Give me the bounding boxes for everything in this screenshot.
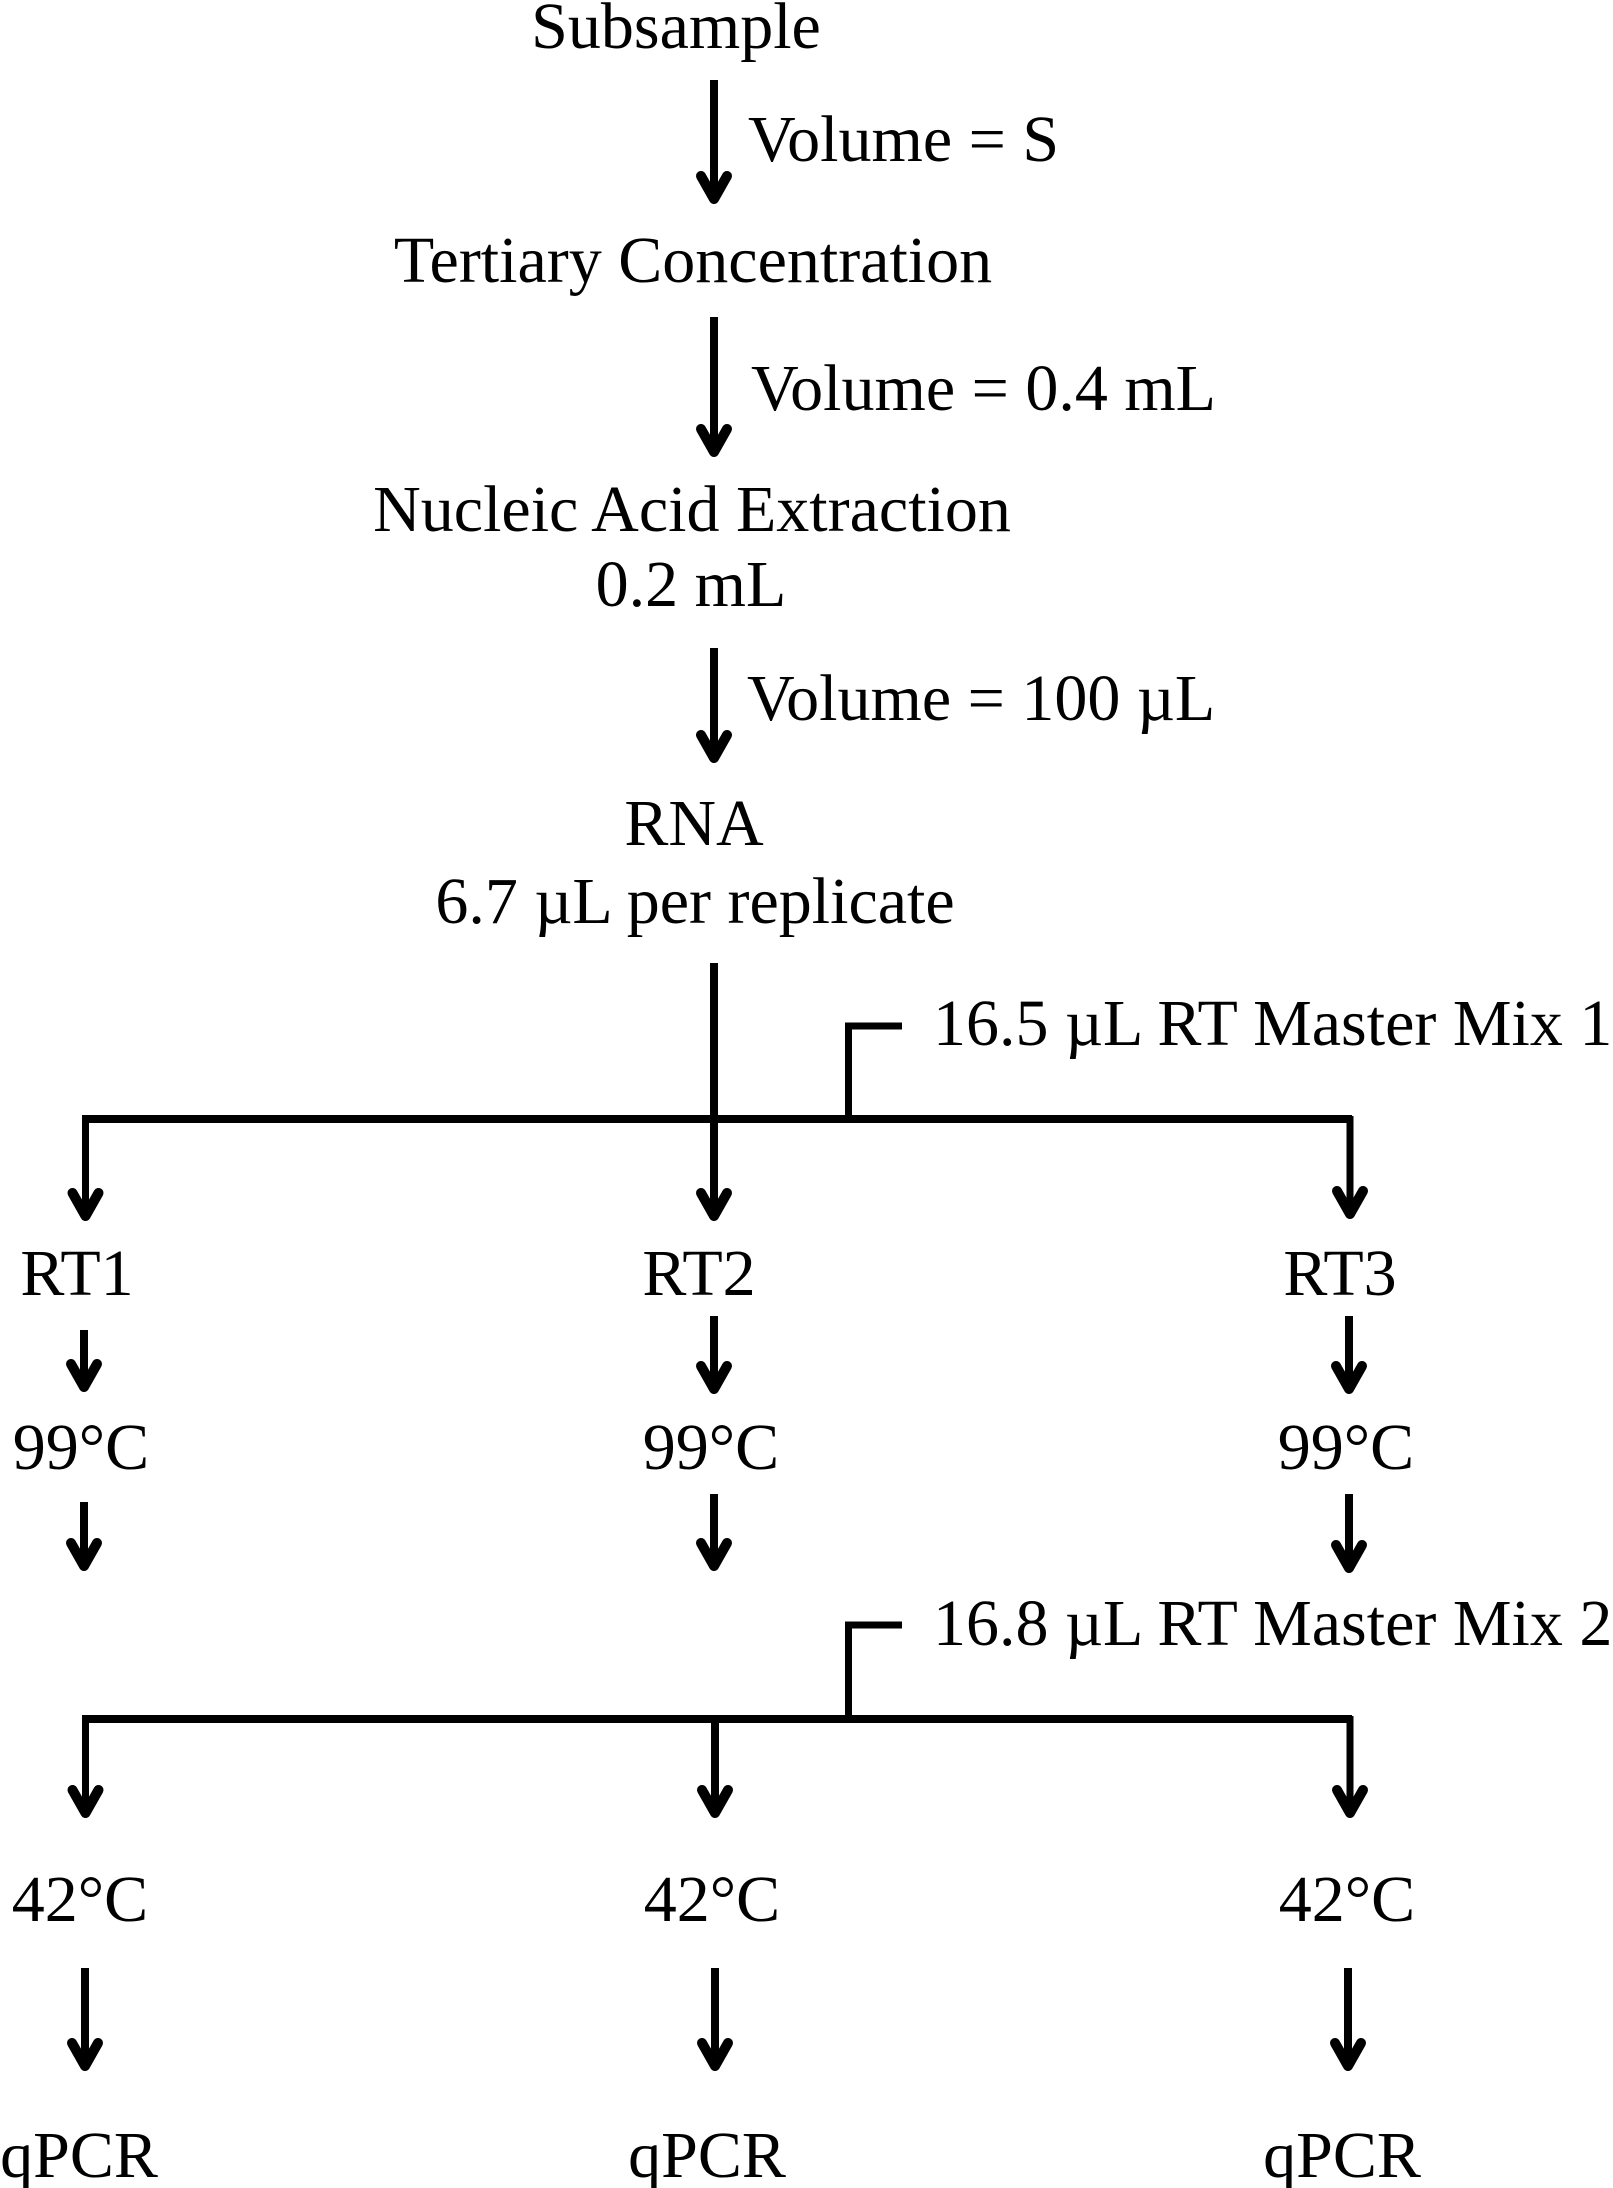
svg-text:RT3: RT3 bbox=[1283, 1237, 1396, 1310]
svg-text:42°C: 42°C bbox=[12, 1863, 148, 1936]
svg-text:99°C: 99°C bbox=[1278, 1411, 1414, 1484]
svg-text:16.8 µL RT Master Mix 2: 16.8 µL RT Master Mix 2 bbox=[933, 1587, 1612, 1660]
svg-text:qPCR: qPCR bbox=[1263, 2119, 1421, 2188]
svg-text:Volume = S: Volume = S bbox=[748, 103, 1059, 176]
svg-text:42°C: 42°C bbox=[644, 1863, 780, 1936]
svg-text:99°C: 99°C bbox=[643, 1411, 779, 1484]
svg-text:RNA: RNA bbox=[624, 787, 764, 860]
svg-text:Volume = 0.4 mL: Volume = 0.4 mL bbox=[751, 352, 1216, 425]
svg-text:16.5 µL RT Master Mix 1: 16.5 µL RT Master Mix 1 bbox=[933, 987, 1612, 1060]
svg-text:RT2: RT2 bbox=[642, 1237, 755, 1310]
svg-text:qPCR: qPCR bbox=[628, 2119, 786, 2188]
svg-text:0.2 mL: 0.2 mL bbox=[596, 548, 787, 621]
svg-text:Tertiary Concentration: Tertiary Concentration bbox=[394, 224, 992, 297]
svg-text:qPCR: qPCR bbox=[0, 2119, 158, 2188]
svg-text:6.7 µL per replicate: 6.7 µL per replicate bbox=[435, 865, 954, 938]
svg-text:Nucleic Acid Extraction: Nucleic Acid Extraction bbox=[373, 473, 1011, 546]
svg-text:42°C: 42°C bbox=[1279, 1863, 1415, 1936]
svg-text:Subsample: Subsample bbox=[531, 0, 821, 63]
svg-text:99°C: 99°C bbox=[13, 1411, 149, 1484]
svg-text:Volume = 100 µL: Volume = 100 µL bbox=[747, 662, 1215, 735]
svg-text:RT1: RT1 bbox=[20, 1237, 133, 1310]
